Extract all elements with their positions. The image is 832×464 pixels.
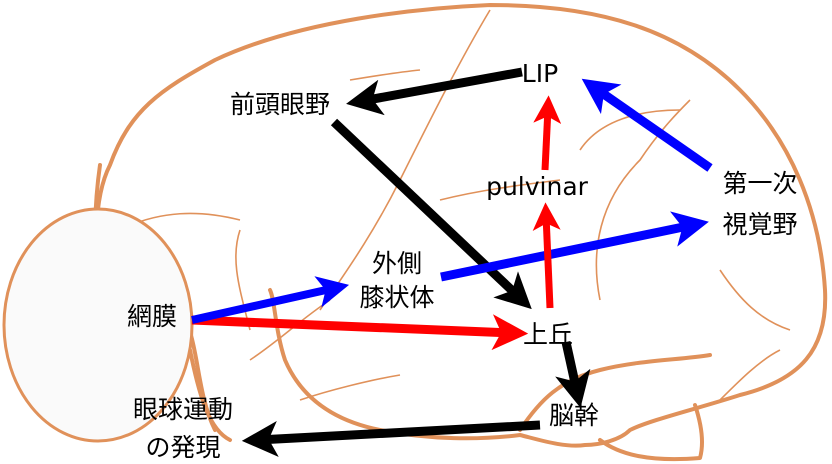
arrow-v1-to-lip xyxy=(581,78,713,172)
brain-outline xyxy=(93,3,828,462)
label-lgn-line2: 膝状体 xyxy=(359,283,434,312)
labels: LIP 前頭眼野 pulvinar 第一次 視覚野 外側 膝状体 網膜 上丘 脳… xyxy=(127,59,798,462)
label-lip: LIP xyxy=(522,59,558,88)
label-pulvinar: pulvinar xyxy=(486,172,589,201)
label-retina: 網膜 xyxy=(127,302,177,331)
arrow-pulvinar-to-lip xyxy=(533,95,562,171)
arrow-retina-to-sc xyxy=(191,314,529,351)
eye-circle xyxy=(2,207,194,443)
label-eye-movement-line1: 眼球運動 xyxy=(133,395,233,424)
pathway-arrows xyxy=(191,67,713,457)
arrow-sc-to-pulvinar xyxy=(532,202,561,309)
arrow-lgn-to-v1 xyxy=(440,211,709,282)
arrow-fef-to-sc xyxy=(330,118,532,310)
label-sc: 上丘 xyxy=(523,320,573,349)
arrow-lip-to-fef xyxy=(346,67,523,116)
label-lgn-line1: 外側 xyxy=(372,249,422,278)
label-v1-line2: 視覚野 xyxy=(722,210,797,239)
label-fef: 前頭眼野 xyxy=(230,90,330,119)
arrow-sc-to-brainstem xyxy=(555,341,591,408)
arrow-brainstem-to-eye-movement xyxy=(241,420,541,457)
arrow-retina-to-lgn xyxy=(191,276,350,324)
label-brainstem: 脳幹 xyxy=(549,401,599,430)
label-v1-line1: 第一次 xyxy=(722,169,797,198)
label-eye-movement-line2: の発現 xyxy=(145,433,220,462)
